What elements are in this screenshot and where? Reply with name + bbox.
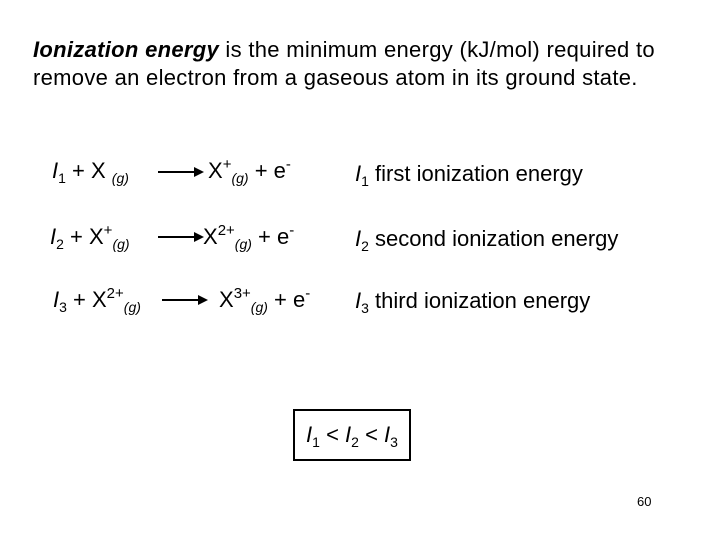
s2: 2 bbox=[351, 434, 359, 450]
product-charge: 2+ bbox=[217, 222, 235, 239]
product-charge: + bbox=[222, 156, 232, 173]
product: X bbox=[203, 224, 218, 249]
label-subscript: 2 bbox=[361, 238, 369, 254]
subscript: 2 bbox=[56, 236, 64, 252]
reactant-state: (g) bbox=[123, 299, 141, 315]
equation-3-label: I3 third ionization energy bbox=[355, 288, 591, 316]
label-i: I bbox=[355, 288, 362, 313]
product-state: (g) bbox=[250, 299, 268, 315]
reactant: + X bbox=[63, 224, 104, 249]
less-than-1: < bbox=[319, 422, 346, 447]
i-symbol: I bbox=[52, 158, 59, 183]
equation-1-products: X+(g) + e- bbox=[208, 156, 291, 186]
i2: I bbox=[345, 422, 352, 447]
product: X bbox=[219, 287, 234, 312]
equation-1-label: I1 first ionization energy bbox=[355, 161, 583, 189]
subscript: 1 bbox=[58, 170, 66, 186]
i-symbol: I bbox=[53, 287, 60, 312]
equation-2-label: I2 second ionization energy bbox=[355, 226, 619, 254]
reactant-state: (g) bbox=[112, 236, 130, 252]
s3: 3 bbox=[390, 434, 398, 450]
reaction-arrow-icon bbox=[158, 232, 204, 242]
s1: 1 bbox=[312, 434, 320, 450]
page-number: 60 bbox=[637, 494, 652, 509]
equation-2-reactants: I2 + X+(g) bbox=[50, 222, 130, 252]
subscript: 3 bbox=[59, 299, 67, 315]
label-subscript: 1 bbox=[361, 173, 369, 189]
reaction-arrow-icon bbox=[162, 295, 208, 305]
less-than-2: < bbox=[358, 422, 385, 447]
equation-1-reactants: I1 + X (g) bbox=[52, 158, 129, 186]
product-charge: 3+ bbox=[233, 285, 251, 302]
reactant-state: (g) bbox=[111, 170, 129, 186]
label-i: I bbox=[355, 161, 362, 186]
electron-charge: - bbox=[289, 222, 295, 239]
reactant-charge: 2+ bbox=[106, 285, 124, 302]
equation-3-products: X3+(g) + e- bbox=[219, 285, 311, 315]
label-subscript: 3 bbox=[361, 300, 369, 316]
electron-charge: - bbox=[305, 285, 311, 302]
label-text: second ionization energy bbox=[368, 226, 619, 251]
electron: + e bbox=[248, 158, 286, 183]
label-text: third ionization energy bbox=[368, 288, 591, 313]
label-text: first ionization energy bbox=[368, 161, 583, 186]
electron: + e bbox=[267, 287, 306, 312]
reactant-charge: + bbox=[103, 222, 113, 239]
reaction-arrow-icon bbox=[158, 167, 204, 177]
i3: I bbox=[384, 422, 391, 447]
intro-term: Ionization energy bbox=[33, 37, 220, 62]
equation-3-reactants: I3 + X2+(g) bbox=[53, 285, 141, 315]
product-state: (g) bbox=[231, 170, 249, 186]
i1: I bbox=[306, 422, 313, 447]
intro-text: is the minimum energy (kJ/mol) required … bbox=[33, 37, 655, 90]
equation-2-products: X2+(g) + e- bbox=[203, 222, 295, 252]
i-symbol: I bbox=[50, 224, 57, 249]
reactant: + X bbox=[66, 287, 107, 312]
label-i: I bbox=[355, 226, 362, 251]
product: X bbox=[208, 158, 223, 183]
intro-paragraph: Ionization energy is the minimum energy … bbox=[33, 36, 693, 92]
reactant: + X bbox=[65, 158, 112, 183]
electron-charge: - bbox=[285, 156, 291, 173]
electron: + e bbox=[251, 224, 290, 249]
product-state: (g) bbox=[234, 236, 252, 252]
ionization-comparison-box: I1 < I2 < I3 bbox=[293, 409, 411, 461]
